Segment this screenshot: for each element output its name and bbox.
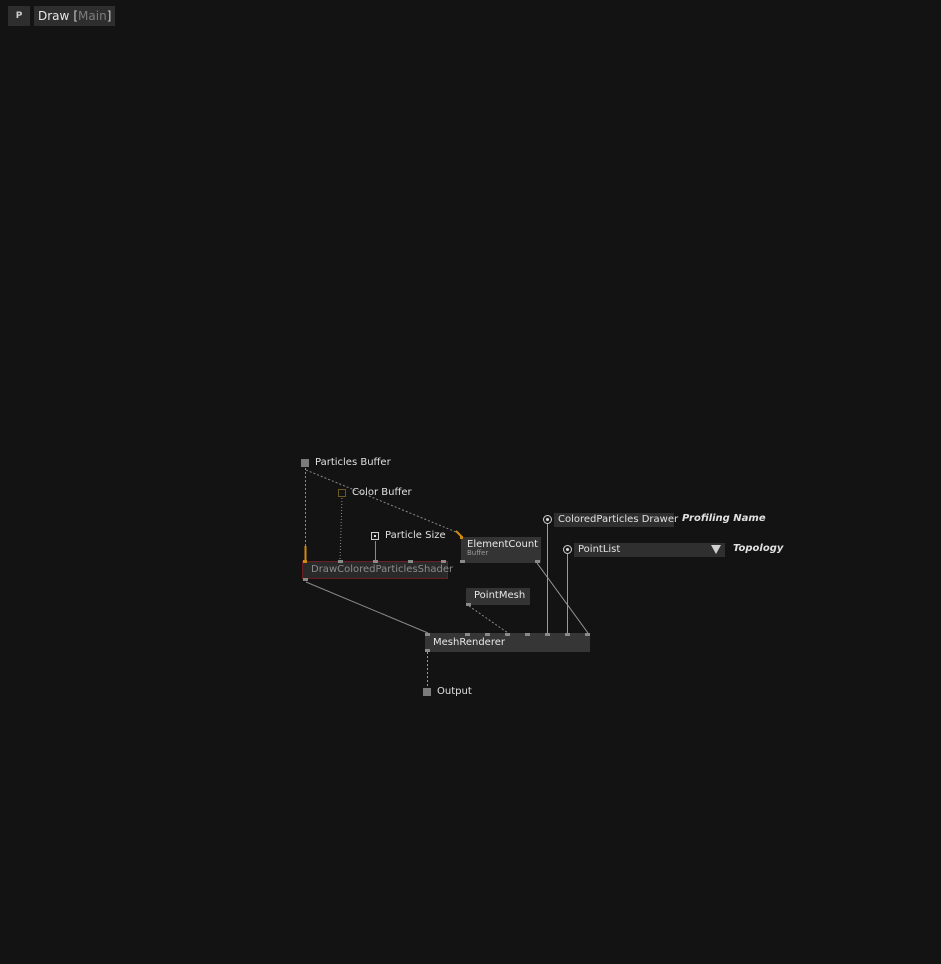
- point-mesh-output-pin[interactable]: [466, 603, 471, 606]
- profiling-name-pin[interactable]: [543, 515, 552, 524]
- topology-selected-value: PointList: [578, 544, 621, 555]
- element-count-category: Buffer: [467, 549, 489, 557]
- link-particles-to-elementcount: [305, 469, 457, 533]
- profiling-name-label: Profiling Name: [682, 513, 766, 524]
- shader-input-pin-5[interactable]: [441, 560, 446, 563]
- topology-pin[interactable]: [563, 545, 572, 554]
- output-pin[interactable]: [423, 688, 431, 696]
- mesh-renderer-output-pin[interactable]: [425, 649, 430, 652]
- color-buffer-pin[interactable]: [338, 489, 346, 497]
- link-shader-to-meshrenderer: [305, 581, 429, 634]
- topology-select[interactable]: PointList: [574, 543, 725, 557]
- color-buffer-label: Color Buffer: [352, 487, 412, 498]
- mesh-renderer-node[interactable]: MeshRenderer: [425, 633, 590, 652]
- point-mesh-label: PointMesh: [474, 590, 526, 601]
- element-count-input-pin[interactable]: [460, 536, 463, 539]
- point-mesh-node[interactable]: PointMesh: [466, 588, 530, 605]
- topology-label: Topology: [733, 543, 784, 554]
- patch-menu-button[interactable]: P: [8, 6, 30, 26]
- shader-output-pin[interactable]: [303, 578, 308, 581]
- mesh-renderer-input-pin-2[interactable]: [465, 633, 470, 636]
- draw-colored-particles-shader-node[interactable]: DrawColoredParticlesShader: [302, 561, 453, 579]
- profiling-name-value[interactable]: ColoredParticles Drawer: [554, 513, 678, 527]
- triangle-down-icon[interactable]: [711, 545, 721, 554]
- output-label: Output: [437, 686, 472, 697]
- element-count-node[interactable]: ElementCount Buffer: [461, 537, 541, 563]
- link-pointmesh-to-meshrenderer: [468, 605, 509, 634]
- mesh-renderer-input-pin-1[interactable]: [425, 633, 430, 636]
- link-elementcount-to-meshrenderer: [536, 562, 589, 634]
- particles-buffer-label: Particles Buffer: [315, 457, 391, 468]
- element-count-output-pin-1[interactable]: [460, 560, 465, 563]
- mesh-renderer-input-pin-6[interactable]: [545, 633, 550, 636]
- shader-input-pin-4[interactable]: [408, 560, 413, 563]
- shader-input-pin-size[interactable]: [373, 560, 378, 563]
- element-count-output-pin-2[interactable]: [535, 560, 540, 563]
- particle-size-label: Particle Size: [385, 530, 446, 541]
- element-count-label: ElementCount: [467, 539, 539, 550]
- mesh-renderer-input-pin-4[interactable]: [505, 633, 510, 636]
- patch-title-name: Draw: [38, 9, 70, 23]
- link-color-to-shader: [339, 497, 343, 562]
- mesh-renderer-input-pin-5[interactable]: [525, 633, 530, 636]
- particle-size-pin[interactable]: [371, 532, 379, 540]
- patch-title-context: [Main]: [73, 9, 112, 23]
- mesh-renderer-input-pin-7[interactable]: [565, 633, 570, 636]
- mesh-renderer-input-pin-8[interactable]: [585, 633, 590, 636]
- shader-node-label: DrawColoredParticlesShader: [311, 564, 454, 575]
- particles-buffer-pin[interactable]: [301, 459, 309, 467]
- shader-input-pin-color[interactable]: [338, 560, 343, 563]
- shader-input-pin-particles[interactable]: [303, 560, 307, 563]
- mesh-renderer-input-pin-3[interactable]: [485, 633, 490, 636]
- patch-title[interactable]: Draw [Main]: [34, 6, 116, 26]
- mesh-renderer-label: MeshRenderer: [433, 637, 505, 648]
